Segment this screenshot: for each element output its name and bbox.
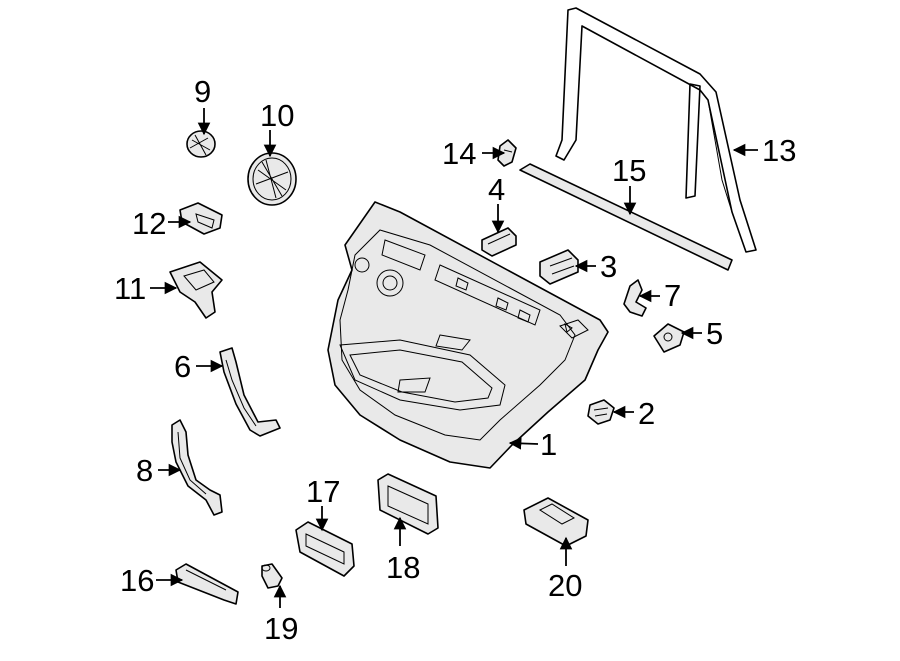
- bezel-17: [295, 521, 355, 577]
- callout-3: 3: [600, 249, 617, 284]
- clip-5: [653, 323, 685, 353]
- callout-9: 9: [194, 74, 211, 109]
- callout-4: 4: [488, 172, 505, 207]
- bezel-18: [377, 473, 439, 535]
- socket-19: [261, 563, 283, 589]
- callout-8: 8: [136, 453, 153, 488]
- callout-20: 20: [548, 568, 582, 603]
- callout-12: 12: [132, 206, 166, 241]
- callout-19: 19: [264, 611, 298, 646]
- callout-15: 15: [612, 153, 646, 188]
- belt-weatherstrip-15: [519, 163, 733, 271]
- callout-7: 7: [664, 278, 681, 313]
- callout-17: 17: [306, 474, 340, 509]
- leader-1: [508, 437, 539, 450]
- callout-1: 1: [540, 427, 557, 462]
- clip-14: [497, 139, 517, 167]
- switch-20: [523, 497, 589, 547]
- callout-18: 18: [386, 550, 420, 585]
- trim-strip-16: [175, 563, 239, 605]
- pull-handle-6: [219, 347, 281, 437]
- callout-2: 2: [638, 396, 655, 431]
- bracket-4: [481, 227, 517, 257]
- callout-16: 16: [120, 563, 154, 598]
- clip-7: [623, 279, 647, 317]
- callout-5: 5: [706, 316, 723, 351]
- door-trim-panel: [327, 201, 609, 469]
- bracket-3: [539, 249, 579, 285]
- callout-13: 13: [762, 133, 796, 168]
- switch-12: [179, 202, 223, 235]
- callout-10: 10: [260, 98, 294, 133]
- push-clip: [587, 399, 615, 425]
- speaker-grille-10: [247, 152, 297, 206]
- callout-6: 6: [174, 349, 191, 384]
- switch-housing-11: [169, 261, 223, 319]
- cover-9: [186, 130, 216, 158]
- window-channel-13: [555, 7, 757, 253]
- pull-handle-8: [171, 419, 223, 516]
- callout-14: 14: [442, 136, 476, 171]
- callout-11: 11: [114, 271, 146, 306]
